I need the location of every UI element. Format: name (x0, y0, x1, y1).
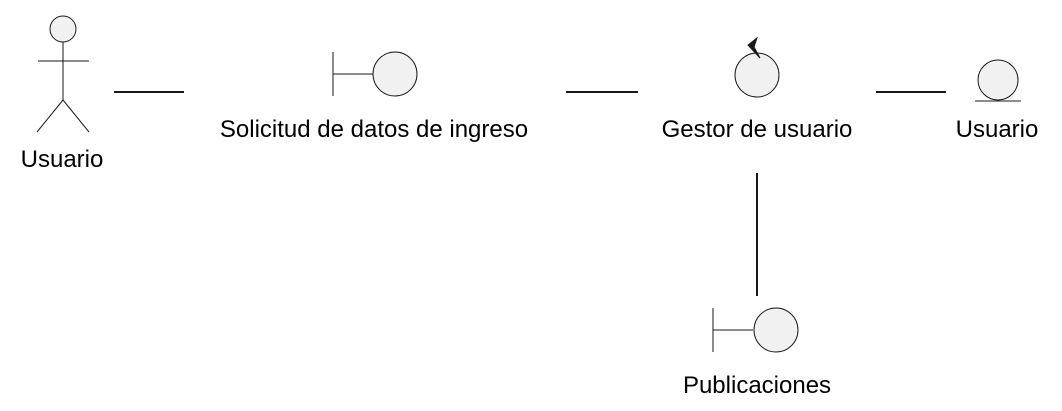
actor-stick-figure-icon (36, 15, 90, 133)
control-user-manager[interactable]: Gestor de usuario (662, 36, 853, 143)
actor-label: Usuario (21, 146, 104, 173)
actor-usuario[interactable]: Usuario (21, 15, 104, 173)
boundary-login[interactable]: Solicitud de datos de ingreso (220, 51, 528, 143)
boundary-publications[interactable]: Publicaciones (683, 307, 831, 399)
entity-icon (975, 59, 1021, 102)
entity-usuario[interactable]: Usuario (956, 59, 1039, 143)
boundary-login-label: Solicitud de datos de ingreso (220, 116, 528, 143)
boundary-icon (712, 307, 799, 353)
entity-label: Usuario (956, 116, 1039, 143)
control-icon (734, 36, 780, 98)
boundary-publications-label: Publicaciones (683, 372, 831, 399)
control-label: Gestor de usuario (662, 116, 853, 143)
boundary-icon (332, 51, 418, 97)
